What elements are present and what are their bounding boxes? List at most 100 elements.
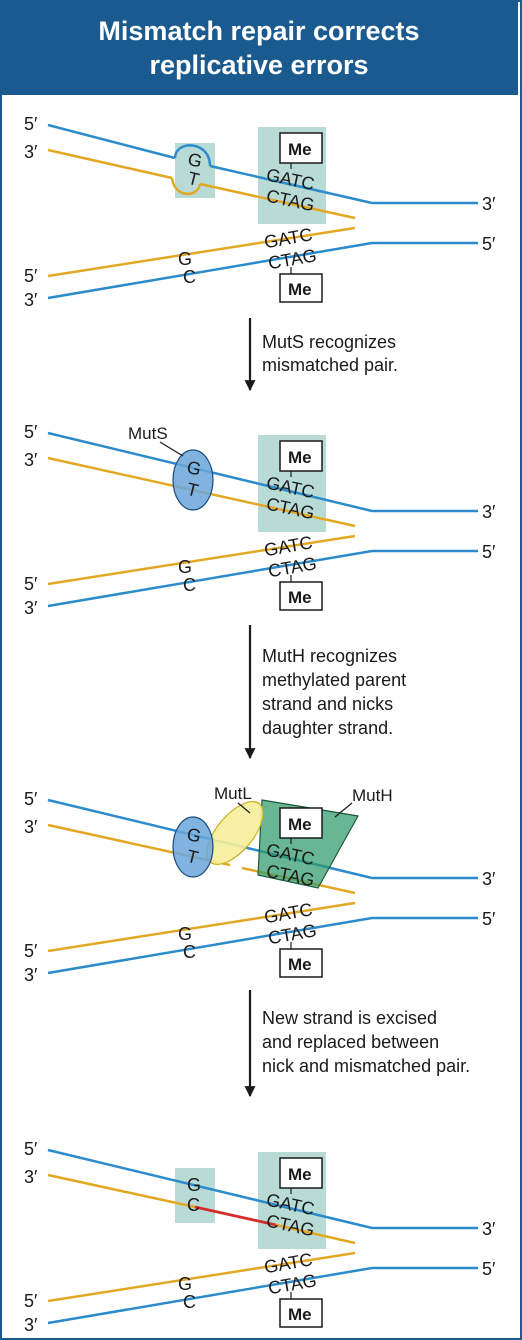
daughter-strand-top — [199, 182, 356, 220]
muts-protein — [172, 449, 214, 511]
base-label: G — [178, 1274, 192, 1294]
strand-end-label: 3′ — [482, 1219, 496, 1239]
strand-end-label: 5′ — [482, 1259, 496, 1279]
base-label: C — [183, 942, 196, 962]
title-bar: Mismatch repair corrects replicative err… — [0, 0, 518, 95]
methyl-box — [279, 948, 323, 978]
base-label: C — [187, 1195, 200, 1215]
methyl-label: Me — [288, 1165, 312, 1184]
parent-strand-lower — [47, 549, 373, 608]
base-label: C — [183, 1292, 196, 1312]
parent-strand-top — [47, 123, 176, 160]
step-2-text: MutH recognizes — [262, 646, 397, 666]
strand-end-label: 3′ — [24, 142, 38, 162]
strand-end-label: 5′ — [482, 542, 496, 562]
strand-end-label: 3′ — [24, 598, 38, 618]
daughter-strand-lower — [47, 901, 356, 953]
base-label: T — [186, 168, 202, 190]
methyl-box — [279, 807, 323, 839]
base-label: C — [183, 267, 196, 287]
daughter-strand-top — [275, 1223, 356, 1245]
muts-label: MutS — [128, 424, 168, 443]
mutl-label: MutL — [214, 784, 252, 803]
methyl-label: Me — [288, 448, 312, 467]
strand-end-label: 3′ — [24, 965, 38, 985]
methyl-label: Me — [288, 815, 312, 834]
muts-callout-line — [159, 441, 184, 457]
strand-end-label: 5′ — [24, 1139, 38, 1159]
repair-highlight-box — [175, 1168, 215, 1223]
step-3-text: and replaced between — [262, 1032, 439, 1052]
title-line-1: Mismatch repair corrects — [98, 15, 420, 46]
methyl-label: Me — [288, 280, 312, 299]
muth-callout-line — [334, 802, 353, 818]
step-2-text: methylated parent — [262, 670, 406, 690]
strand-end-label: 5′ — [24, 422, 38, 442]
strand-end-label: 3′ — [482, 502, 496, 522]
step-1-text: MutS recognizes — [262, 332, 396, 352]
base-label: G — [178, 557, 192, 577]
mismatch-bubble-bottom — [170, 177, 202, 195]
step-1-text: mismatched pair. — [262, 355, 398, 375]
methyl-label: Me — [288, 1305, 312, 1324]
strand-end-label: 3′ — [24, 1315, 38, 1335]
methyl-box — [279, 273, 323, 303]
parent-strand-lower — [47, 916, 373, 975]
strand-end-label: 5′ — [24, 266, 38, 286]
muth-label: MutH — [352, 786, 393, 805]
strand-end-label: 5′ — [24, 574, 38, 594]
daughter-strand-lower — [47, 534, 356, 586]
strand-end-label: 5′ — [482, 909, 496, 929]
methyl-label: Me — [288, 588, 312, 607]
strand-end-label: 5′ — [24, 114, 38, 134]
base-label: G — [185, 457, 203, 480]
step-2-text: strand and nicks — [262, 694, 393, 714]
methyl-box — [279, 581, 323, 611]
base-label: G — [187, 1175, 201, 1195]
title-line-2: replicative errors — [149, 49, 369, 80]
daughter-strand-lower — [47, 226, 356, 278]
mismatch-bubble-top — [173, 144, 212, 167]
strand-end-label: 3′ — [24, 817, 38, 837]
strand-end-label: 3′ — [482, 869, 496, 889]
mismatch-highlight-box — [175, 143, 215, 198]
strand-end-label: 5′ — [24, 941, 38, 961]
methyl-box — [279, 440, 323, 472]
base-label: C — [183, 575, 196, 595]
parent-strand-lower — [47, 1266, 373, 1325]
methyl-label: Me — [288, 140, 312, 159]
daughter-strand-top — [47, 1173, 196, 1209]
mutl-callout-line — [237, 802, 251, 814]
daughter-strand-top — [47, 148, 173, 180]
methyl-box — [279, 1298, 323, 1328]
panel-repaired-duplex: G C 5′ 3′ 3′ 5′ 5′ 3′ GATC CTAG GATC CTA… — [24, 1139, 496, 1335]
strand-end-label: 5′ — [24, 789, 38, 809]
base-label: T — [185, 479, 201, 501]
repaired-segment — [194, 1205, 277, 1227]
methyl-box — [279, 132, 323, 164]
methyl-label: Me — [288, 955, 312, 974]
step-3-text: nick and mismatched pair. — [262, 1056, 470, 1076]
strand-end-label: 3′ — [24, 290, 38, 310]
base-label: G — [186, 149, 204, 172]
strand-end-label: 3′ — [24, 1167, 38, 1187]
step-3-text: New strand is excised — [262, 1008, 437, 1028]
muts-protein — [172, 816, 214, 878]
methyl-box — [279, 1157, 323, 1189]
parent-strand-top — [47, 1148, 373, 1230]
base-label: T — [185, 846, 201, 868]
base-label: G — [178, 924, 192, 944]
strand-end-label: 3′ — [24, 450, 38, 470]
base-label: G — [185, 824, 203, 847]
panel-muts-binding: MutS G T 5′ 3′ 3′ 5′ 5′ 3′ GATC CTAG GAT… — [24, 422, 496, 618]
strand-end-label: 5′ — [24, 1291, 38, 1311]
parent-strand-top — [209, 164, 373, 205]
parent-strand-lower — [47, 241, 373, 300]
strand-end-label: 3′ — [482, 194, 496, 214]
panel-mutl-muth-complex: MutH MutL G T 5′ 3′ 3′ 5′ 5′ 3′ GATC CTA… — [24, 784, 496, 985]
step-2-text: daughter strand. — [262, 718, 393, 738]
base-label: G — [178, 249, 192, 269]
daughter-strand-lower — [47, 1251, 356, 1303]
panel-initial-mismatch: 5′ 3′ 3′ 5′ 5′ 3′ G T GATC CTAG GATC CTA… — [24, 114, 496, 310]
